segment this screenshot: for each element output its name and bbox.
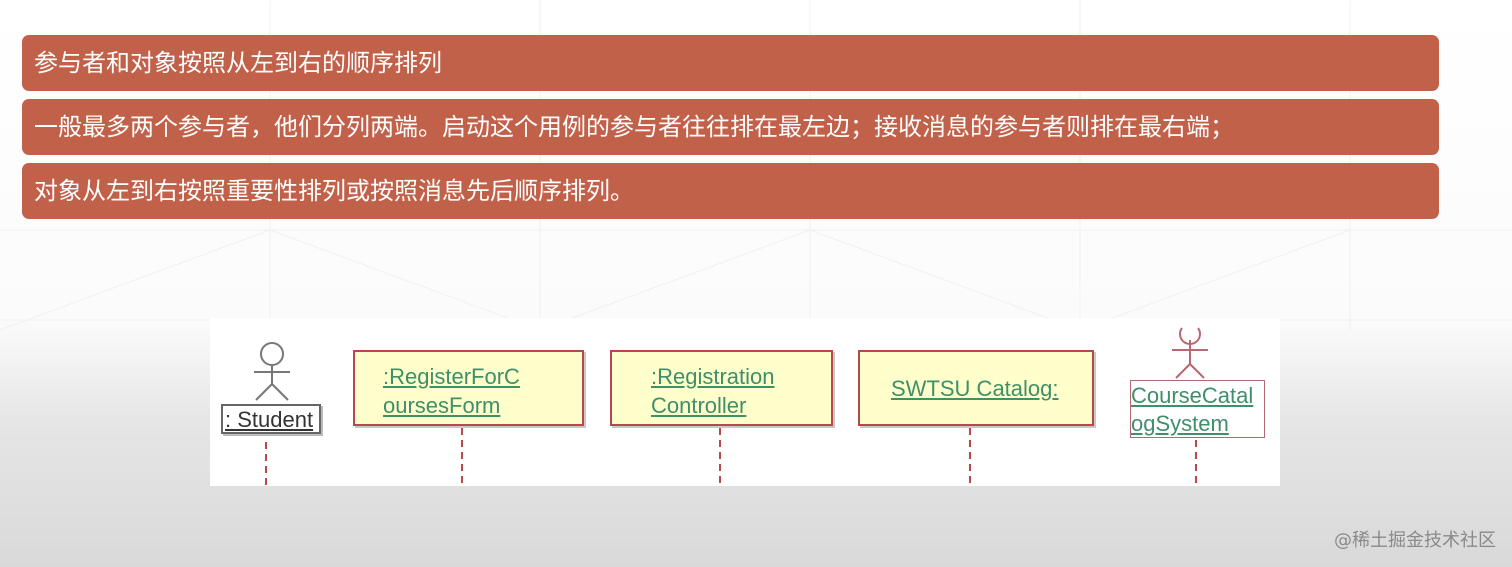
catalog-object: SWTSU Catalog:	[858, 350, 1094, 426]
student-actor-label: : Student	[225, 407, 314, 432]
diagram-lines	[254, 327, 1208, 486]
watermark: @稀土掘金技术社区	[1334, 530, 1496, 551]
catalog-system-label: CourseCatal ogSystem	[1131, 383, 1254, 436]
rule-bar-2: 一般最多两个参与者，他们分列两端。启动这个用例的参与者往往排在最左边；接收消息的…	[22, 99, 1439, 155]
rule-text-1: 参与者和对象按照从左到右的顺序排列	[34, 49, 442, 77]
student-actor-icon	[254, 342, 290, 401]
student-actor-box: : Student	[221, 404, 321, 434]
registration-controller-label: :Registration Controller	[651, 364, 775, 418]
rule-text-3: 对象从左到右按照重要性排列或按照消息先后顺序排列。	[34, 177, 634, 205]
catalog-label: SWTSU Catalog:	[891, 376, 1059, 401]
rule-text-2: 一般最多两个参与者，他们分列两端。启动这个用例的参与者往往排在最左边；接收消息的…	[34, 113, 1234, 141]
register-form-object: :RegisterForC oursesForm	[353, 350, 584, 426]
sequence-diagram: : Student :RegisterForC oursesForm :Regi…	[210, 318, 1280, 486]
registration-controller-object: :Registration Controller	[610, 350, 833, 426]
register-form-label: :RegisterForC oursesForm	[383, 364, 520, 418]
catalog-actor-icon	[1172, 327, 1208, 379]
rule-bar-3: 对象从左到右按照重要性排列或按照消息先后顺序排列。	[22, 163, 1439, 219]
rule-bar-1: 参与者和对象按照从左到右的顺序排列	[22, 35, 1439, 91]
catalog-system-actor-box: CourseCatal ogSystem	[1130, 380, 1265, 438]
